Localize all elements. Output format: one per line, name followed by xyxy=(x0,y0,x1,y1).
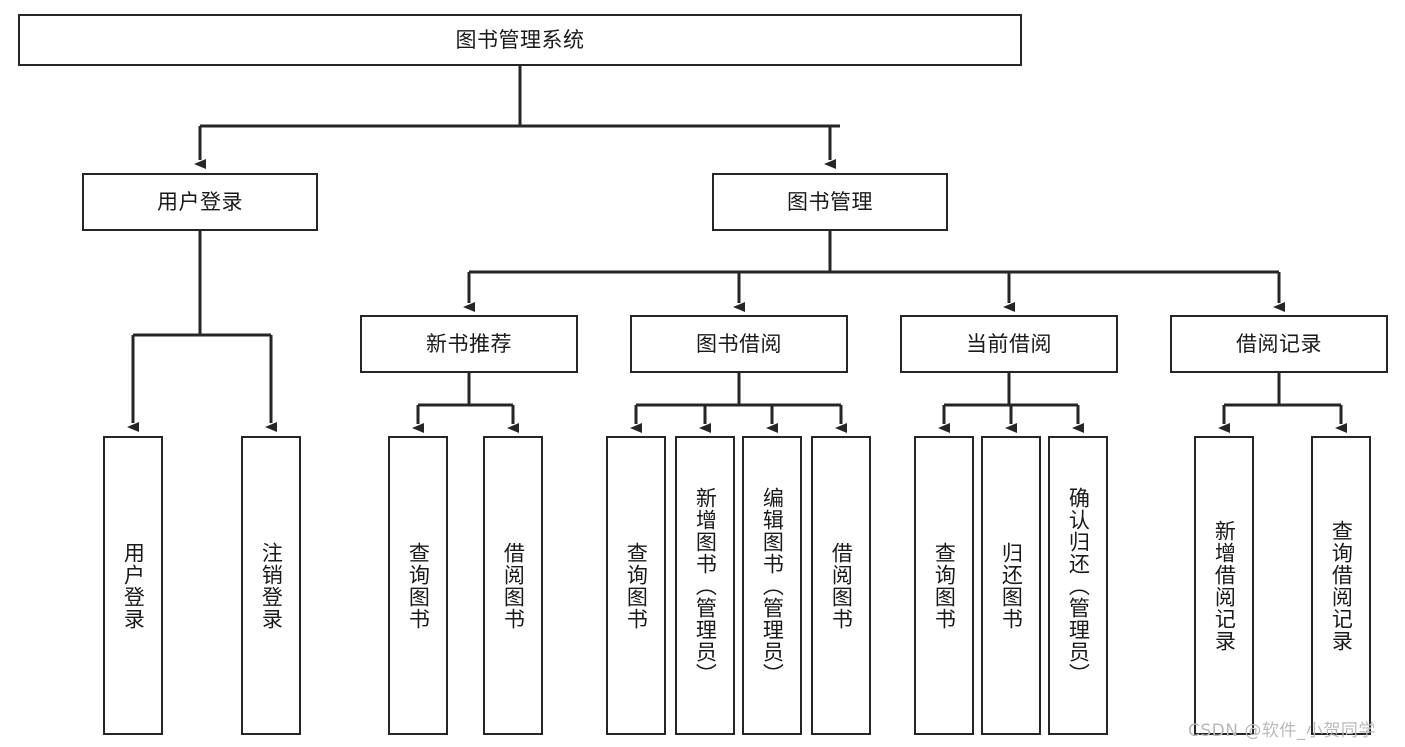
node-label: 注销登录 xyxy=(259,541,284,630)
node-book-borrow[interactable]: 图书借阅 xyxy=(630,315,848,373)
node-label: 新增图书（管理员） xyxy=(693,486,718,685)
edge-group-book-borrow xyxy=(630,373,847,433)
leaf-borrow-book-recommend[interactable]: 借阅图书 xyxy=(483,436,543,735)
node-label: 借阅图书 xyxy=(829,541,854,630)
node-label: 查询图书 xyxy=(624,541,649,630)
node-book-management[interactable]: 图书管理 xyxy=(712,173,948,231)
node-label: 确认归还（管理员） xyxy=(1066,486,1091,685)
node-label: 新书推荐 xyxy=(426,331,512,356)
leaf-return-book[interactable]: 归还图书 xyxy=(981,436,1041,735)
edge-group-new-book xyxy=(412,373,519,433)
leaf-query-book-current[interactable]: 查询图书 xyxy=(914,436,974,735)
node-label: 查询图书 xyxy=(932,541,957,630)
edge-group-borrow-record xyxy=(1218,373,1347,433)
node-label: 归还图书 xyxy=(999,541,1024,630)
node-label: 图书借阅 xyxy=(696,331,782,356)
edge-group-book-manage xyxy=(463,231,1285,312)
node-label: 图书管理 xyxy=(787,189,873,214)
node-label: 编辑图书（管理员） xyxy=(760,486,785,685)
leaf-query-book[interactable]: 查询图书 xyxy=(606,436,666,735)
leaf-add-borrow-record[interactable]: 新增借阅记录 xyxy=(1194,436,1254,735)
leaf-borrow-book[interactable]: 借阅图书 xyxy=(811,436,871,735)
watermark-text: CSDN @软件_小贺同学 xyxy=(1188,721,1376,741)
leaf-user-login[interactable]: 用户登录 xyxy=(103,436,163,735)
node-new-book-recommend[interactable]: 新书推荐 xyxy=(360,315,578,373)
node-label: 当前借阅 xyxy=(966,331,1052,356)
node-label: 新增借阅记录 xyxy=(1212,519,1237,652)
node-label: 查询图书 xyxy=(406,541,431,630)
node-borrow-record[interactable]: 借阅记录 xyxy=(1170,315,1388,373)
edge-group-current-borrow xyxy=(938,373,1084,433)
node-current-borrow[interactable]: 当前借阅 xyxy=(900,315,1118,373)
leaf-user-logout[interactable]: 注销登录 xyxy=(241,436,301,735)
leaf-add-book-admin[interactable]: 新增图书（管理员） xyxy=(675,436,735,735)
node-label: 查询借阅记录 xyxy=(1329,519,1354,652)
node-root-system[interactable]: 图书管理系统 xyxy=(18,14,1022,66)
edge-group-user-login xyxy=(127,231,277,432)
node-label: 用户登录 xyxy=(157,189,243,214)
watermark: CSDN @软件_小贺同学 xyxy=(1188,716,1376,741)
node-label: 用户登录 xyxy=(121,541,146,630)
node-label: 图书管理系统 xyxy=(455,27,585,52)
leaf-edit-book-admin[interactable]: 编辑图书（管理员） xyxy=(742,436,802,735)
node-label: 借阅图书 xyxy=(501,541,526,630)
leaf-confirm-return-admin[interactable]: 确认归还（管理员） xyxy=(1048,436,1108,735)
edge-group-root xyxy=(194,66,840,169)
leaf-query-book-recommend[interactable]: 查询图书 xyxy=(388,436,448,735)
node-user-login[interactable]: 用户登录 xyxy=(82,173,318,231)
node-label: 借阅记录 xyxy=(1236,331,1322,356)
leaf-query-borrow-record[interactable]: 查询借阅记录 xyxy=(1311,436,1371,735)
